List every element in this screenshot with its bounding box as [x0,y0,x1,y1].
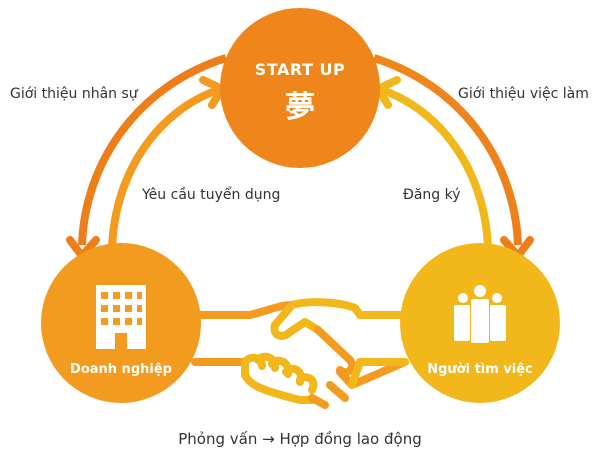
startup-circle [220,8,380,168]
arrow-introduce-staff [78,54,228,246]
bottom-caption: Phỏng vấn → Hợp đồng lao động [178,430,422,448]
label-recruit-request: Yêu cầu tuyển dụng [142,187,281,203]
label-introduce-job: Giới thiệu việc làm [458,86,589,102]
jobseeker-label: Người tìm việc [427,362,533,377]
startup-title: START UP [254,60,346,79]
arrow-register [380,86,492,249]
building-icon [96,285,146,349]
company-label: Doanh nghiệp [70,362,172,377]
arrow-introduce-job [372,54,522,246]
arrow-recruit-request [108,86,220,249]
startup-kanji: 夢 [285,90,315,125]
handshake-icon [191,298,409,409]
label-introduce-staff: Giới thiệu nhân sự [10,86,138,102]
people-icon [454,285,506,343]
label-register: Đăng ký [403,187,461,203]
